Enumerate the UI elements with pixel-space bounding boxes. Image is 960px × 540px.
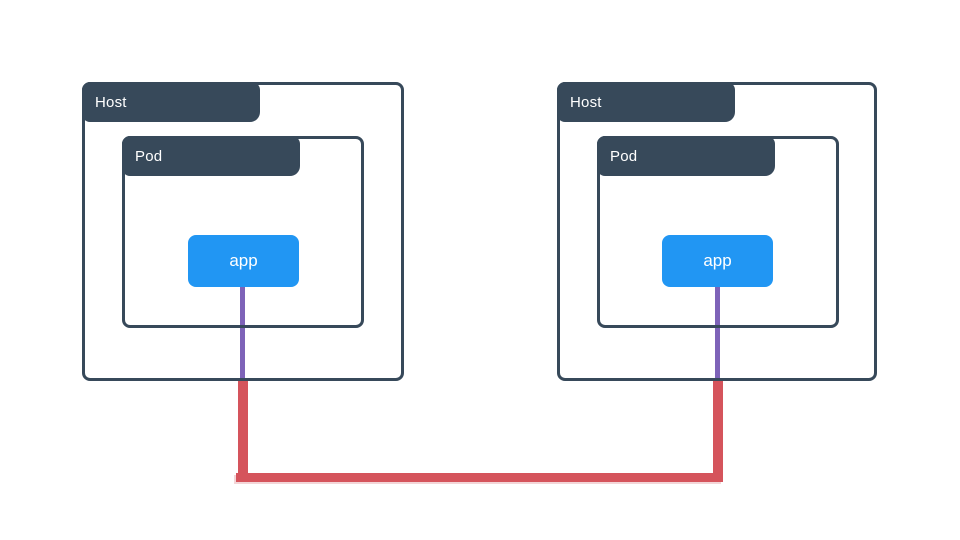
app-node-right: app bbox=[662, 235, 773, 287]
network-link-horizontal bbox=[236, 473, 723, 482]
network-link-right-vertical bbox=[713, 379, 723, 482]
app-link-left bbox=[240, 286, 245, 380]
pod-label-left: Pod bbox=[122, 136, 300, 176]
host-label-right: Host bbox=[557, 82, 735, 122]
pod-label-right-text: Pod bbox=[610, 147, 638, 165]
pod-label-right: Pod bbox=[597, 136, 775, 176]
host-label-right-text: Host bbox=[570, 93, 602, 111]
app-node-right-text: app bbox=[703, 251, 732, 270]
host-label-left-text: Host bbox=[95, 93, 127, 111]
app-node-left-text: app bbox=[229, 251, 258, 270]
network-link-left-vertical bbox=[238, 379, 248, 482]
pod-label-left-text: Pod bbox=[135, 147, 163, 165]
app-link-right bbox=[715, 286, 720, 380]
host-label-left: Host bbox=[82, 82, 260, 122]
app-node-left: app bbox=[188, 235, 299, 287]
